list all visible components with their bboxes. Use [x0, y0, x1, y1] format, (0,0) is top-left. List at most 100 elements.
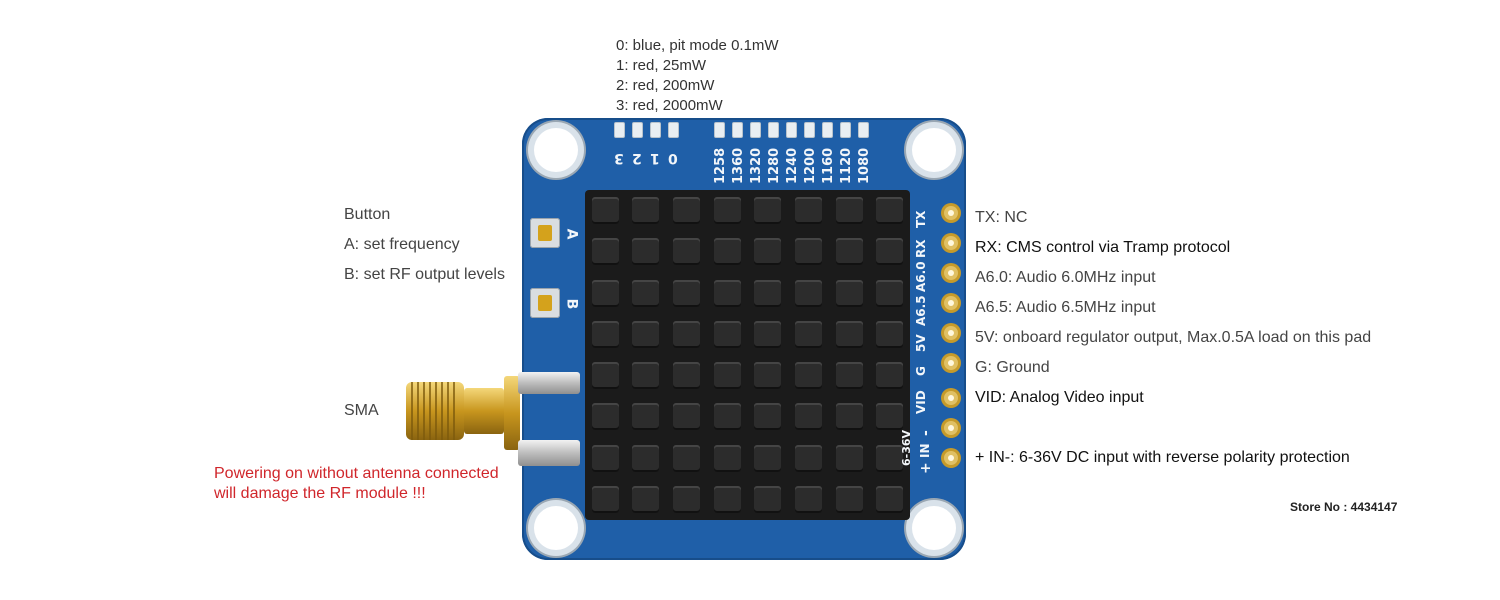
heatsink-fin [754, 485, 782, 513]
silk-rx: RX [914, 239, 928, 259]
pin-rx [944, 236, 958, 250]
silk-5v: 5V [914, 334, 928, 352]
pin-label-power: + IN-: 6-36V DC input with reverse polar… [975, 449, 1350, 466]
heatsink-fin [713, 403, 741, 431]
warning-line-1: Powering on without antenna connected [214, 465, 499, 482]
button-title: Button [344, 206, 391, 223]
freq-pad-1360 [732, 122, 743, 138]
heatsink-fin [754, 320, 782, 348]
heatsink-fin [673, 362, 701, 390]
silk-a60: A6.0 [914, 261, 928, 292]
heatsink-fin [713, 485, 741, 513]
freq-pad-1120 [840, 122, 851, 138]
pin-label-a65: A6.5: Audio 6.5MHz input [975, 299, 1156, 316]
mounting-hole-top-right [912, 128, 956, 172]
heatsink-fin [713, 444, 741, 472]
heatsink-fin [876, 279, 904, 307]
heatsink-fin [632, 238, 660, 266]
mounting-hole-bottom-right [912, 506, 956, 550]
heatsink-fin [835, 485, 863, 513]
silk-g: G [914, 366, 928, 376]
pin-label-5v: 5V: onboard regulator output, Max.0.5A l… [975, 329, 1372, 346]
heatsink-fin [794, 238, 822, 266]
power-digit-3: 3 [614, 150, 624, 166]
silk-tx: TX [914, 210, 928, 228]
heatsink-fin [591, 320, 619, 348]
button-a [530, 218, 560, 248]
silk-plus: + [918, 462, 934, 474]
heatsink-fin [713, 238, 741, 266]
power-digit-0: 0 [668, 150, 678, 166]
heatsink-fin [632, 403, 660, 431]
power-pad-2 [632, 122, 643, 138]
freq-label-1080: 1080 [857, 147, 872, 184]
freq-label-1200: 1200 [803, 147, 818, 184]
silk-in: IN [918, 443, 932, 458]
heatsink-fin [673, 403, 701, 431]
heatsink-fin [876, 238, 904, 266]
heatsink-fin [754, 279, 782, 307]
freq-pad-1258 [714, 122, 725, 138]
freq-pad-1200 [804, 122, 815, 138]
heatsink-fin [754, 238, 782, 266]
pin-vid [944, 391, 958, 405]
heatsink-fin [591, 403, 619, 431]
pin-label-ground: G: Ground [975, 359, 1050, 376]
power-digit-1: 1 [650, 150, 660, 166]
pin-label-tx: TX: NC [975, 209, 1028, 226]
heatsink-fin [713, 197, 741, 225]
heatsink-fin [632, 279, 660, 307]
heatsink-fin [754, 403, 782, 431]
heatsink-fin [876, 362, 904, 390]
heatsink-fin [835, 444, 863, 472]
heatsink-fin [591, 238, 619, 266]
freq-label-1120: 1120 [839, 147, 854, 184]
button-b [530, 288, 560, 318]
freq-label-1360: 1360 [731, 147, 746, 184]
power-pad-1 [650, 122, 661, 138]
heatsink-fin [876, 320, 904, 348]
heatsink-fin [794, 362, 822, 390]
freq-label-1280: 1280 [767, 147, 782, 184]
mounting-hole-top-left [534, 128, 578, 172]
pin-in-minus [944, 421, 958, 435]
heatsink-fin [794, 279, 822, 307]
heatsink-fin [632, 197, 660, 225]
heatsink-fin [835, 238, 863, 266]
freq-label-1160: 1160 [821, 147, 836, 184]
heatsink-fin [591, 444, 619, 472]
freq-pad-1280 [768, 122, 779, 138]
pin-tx [944, 206, 958, 220]
heatsink-fin [876, 485, 904, 513]
heatsink-fin [632, 362, 660, 390]
heatsink-fin [754, 362, 782, 390]
power-pad-3 [614, 122, 625, 138]
silk-voltage: 6-36V [900, 429, 913, 466]
freq-pad-1320 [750, 122, 761, 138]
freq-pad-1080 [858, 122, 869, 138]
heatsink-fin [835, 362, 863, 390]
heatsink-fin [673, 279, 701, 307]
heatsink-fin [876, 197, 904, 225]
heatsink-fin [591, 279, 619, 307]
heatsink-fin [794, 403, 822, 431]
heatsink-fin [794, 197, 822, 225]
button-b-label: B: set RF output levels [344, 266, 505, 283]
freq-pad-1240 [786, 122, 797, 138]
pin-a60 [944, 266, 958, 280]
heatsink-fin [673, 444, 701, 472]
silk-a65: A6.5 [914, 295, 928, 326]
pin-5v [944, 326, 958, 340]
freq-label-1258: 1258 [713, 147, 728, 184]
heatsink [585, 190, 910, 520]
heatsink-fin [673, 320, 701, 348]
heatsink-fin [835, 279, 863, 307]
heatsink-fin [835, 403, 863, 431]
legend-2000mw: 3: red, 2000mW [616, 97, 723, 114]
heatsink-fin [876, 444, 904, 472]
mounting-hole-bottom-left [534, 506, 578, 550]
heatsink-fin [835, 320, 863, 348]
heatsink-fin [673, 238, 701, 266]
pin-label-rx: RX: CMS control via Tramp protocol [975, 239, 1231, 256]
pin-label-vid: VID: Analog Video input [975, 389, 1144, 406]
